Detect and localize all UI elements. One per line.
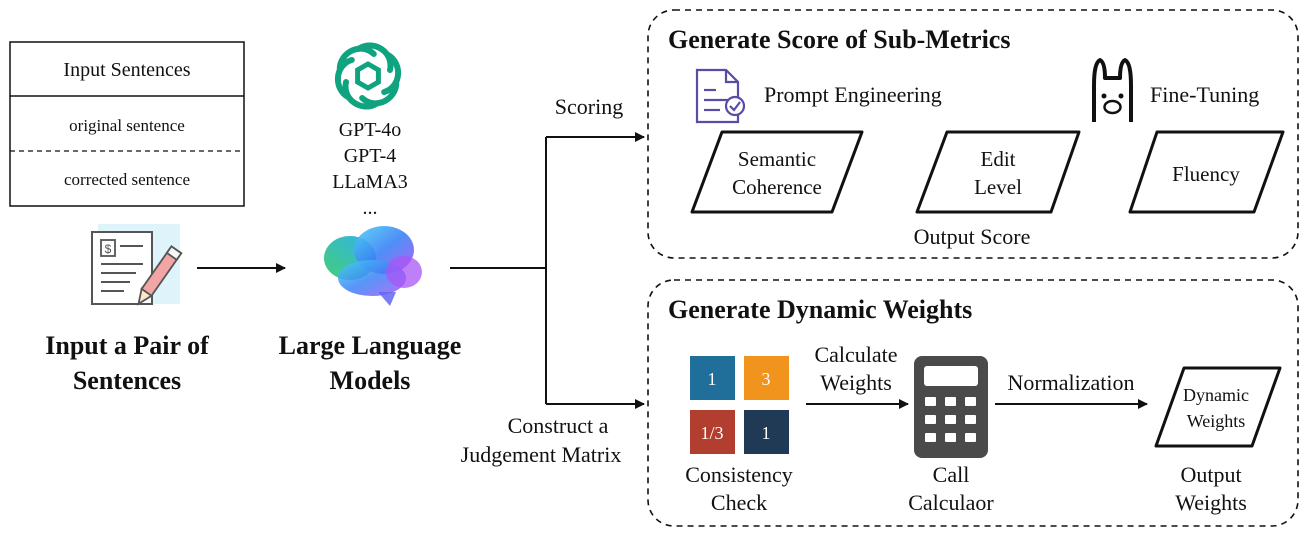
input-caption-line2: Sentences: [73, 366, 181, 395]
edit-level-box: [915, 130, 1081, 214]
input-table-row-corrected: corrected sentence: [64, 170, 190, 189]
judgement-label-line1: Construct a: [508, 413, 609, 438]
llama-icon: [1092, 58, 1133, 122]
input-table-row-original: original sentence: [69, 116, 185, 135]
matrix-value: 1: [762, 423, 771, 443]
call-calculator-line1: Call: [933, 462, 970, 487]
llm-caption-line2: Models: [330, 366, 411, 395]
input-table-header: Input Sentences: [63, 59, 190, 81]
edit-line2: Level: [974, 175, 1022, 199]
model-gpt-4: GPT-4: [344, 145, 397, 167]
dynamic-weights-line1: Dynamic: [1183, 385, 1249, 405]
dynamic-weights-line2: Weights: [1187, 411, 1246, 431]
normalization-label: Normalization: [1007, 370, 1134, 395]
matrix-cell: [690, 410, 735, 454]
dynamic-weights-title: Generate Dynamic Weights: [668, 295, 972, 324]
input-caption-line1: Input a Pair of: [45, 331, 209, 360]
judgement-label-line2: Judgement Matrix: [461, 442, 622, 467]
calc-weights-line2: Weights: [820, 370, 892, 395]
matrix-cell: [744, 410, 789, 454]
fluency-label: Fluency: [1172, 162, 1240, 186]
model-gpt-4o: GPT-4o: [339, 119, 402, 141]
consistency-line1: Consistency: [685, 462, 793, 487]
edit-line1: Edit: [981, 147, 1016, 171]
model-ellipsis: ...: [363, 197, 378, 219]
matrix-value: 1/3: [700, 423, 723, 443]
consistency-line2: Check: [711, 490, 767, 515]
prompt-document-icon: [695, 68, 746, 124]
branch-connector: [450, 132, 645, 409]
svg-text:$: $: [105, 242, 112, 256]
judgement-matrix: 1 3 1/3 1: [690, 356, 789, 454]
matrix-cell: [690, 356, 735, 400]
matrix-cell: [744, 356, 789, 400]
input-sentences-table: Input Sentences original sentence correc…: [9, 41, 245, 207]
scoring-label: Scoring: [555, 94, 623, 119]
sub-metrics-title: Generate Score of Sub-Metrics: [668, 25, 1010, 54]
dynamic-weights-panel: Generate Dynamic Weights 1 3 1/3 1 Consi…: [647, 279, 1299, 527]
model-llama3: LLaMA3: [332, 171, 408, 193]
calculator-icon: [914, 356, 988, 458]
output-weights-line2: Weights: [1175, 490, 1247, 515]
document-pen-icon: $: [91, 224, 183, 306]
sub-metrics-panel: Generate Score of Sub-Metrics Prompt Eng…: [647, 9, 1299, 259]
calc-weights-line1: Calculate: [814, 342, 897, 367]
brain-icon: [324, 226, 422, 306]
semantic-line1: Semantic: [738, 147, 816, 171]
semantic-line2: Coherence: [732, 175, 822, 199]
prompt-engineering-label: Prompt Engineering: [764, 82, 942, 107]
fine-tuning-label: Fine-Tuning: [1150, 82, 1259, 107]
semantic-coherence-box: [690, 130, 864, 214]
openai-logo-icon: [334, 42, 402, 110]
dynamic-weights-box: [1154, 366, 1282, 448]
output-weights-line1: Output: [1180, 462, 1241, 487]
fluency-box: [1128, 130, 1285, 214]
llm-caption-line1: Large Language: [279, 331, 462, 360]
matrix-value: 3: [762, 369, 771, 389]
matrix-value: 1: [708, 369, 717, 389]
call-calculator-line2: Calculaor: [908, 490, 994, 515]
output-score-label: Output Score: [914, 224, 1031, 249]
